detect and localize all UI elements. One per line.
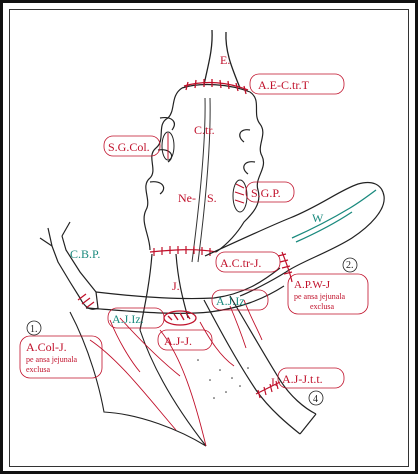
anastomosis-actr-j [149, 246, 217, 256]
anastomosis-acol-j [77, 293, 95, 309]
sg-col-node [161, 131, 175, 161]
transverse-colon [143, 83, 264, 253]
label-ae-ctr-t: A.E-C.tr.T [258, 78, 310, 92]
circle-num-1 [26, 320, 42, 336]
label-apw-j-line3: exclusa [310, 302, 334, 311]
label-num-2: 2. [346, 260, 354, 271]
label-apw-j-line1: A.P.W-J [294, 279, 331, 291]
anastomosis-aj-jtt [255, 380, 281, 399]
label-box-sg-col: S.G.Col. [103, 135, 161, 157]
anastomosis-apw-j [277, 251, 293, 283]
stipple-dots [197, 359, 249, 399]
jejunal-limb-lower [203, 295, 317, 435]
label-box-sgp: S.G.P. [245, 181, 295, 203]
label-ne: Ne- [178, 191, 196, 205]
label-aj-jtt: A.J-J.t.t. [282, 372, 323, 386]
label-box-aj-jtt: A.J-J.t.t. [277, 367, 345, 389]
label-box-ae-ctr-t: A.E-C.tr.T [249, 73, 345, 95]
label-num-4: 4 [313, 394, 318, 405]
label-sg-col: S.G.Col. [108, 140, 150, 154]
label-j-lower: J. [270, 375, 278, 389]
label-sgp: S.G.P. [251, 186, 281, 200]
esophagus-tube [203, 29, 241, 89]
mesenteric-vessels [89, 299, 263, 447]
label-aj-iz-right: A.J.Iz. [216, 294, 248, 308]
label-acol-j-line2: pe ansa jejunala [26, 355, 78, 364]
anastomosis-aj-j [163, 310, 197, 326]
label-s: S. [207, 191, 217, 205]
label-apw-j-line2: pe ansa jejunala [294, 292, 346, 301]
lower-jejunal-tube [85, 267, 285, 314]
label-acol-j-line1: A.Col-J. [26, 340, 67, 354]
label-j-upper: J. [172, 279, 180, 293]
label-actr-j: A.C.tr-J. [220, 256, 261, 270]
circle-num-4 [308, 390, 324, 406]
label-box-apw-j: A.P.W-J pe ansa jejunala exclusa [287, 273, 369, 315]
anastomosis-ae-ctr-t [183, 79, 249, 95]
label-box-actr-j: A.C.tr-J. [215, 251, 281, 273]
w-vessel [291, 189, 377, 243]
label-acol-j-line3: exclusa [26, 365, 50, 374]
colon-central-septum [191, 97, 211, 263]
label-aj-iz-left: A.J.Iz. [112, 312, 144, 326]
excluded-jejunal-loop [204, 181, 385, 297]
label-esophagus: E. [220, 53, 230, 67]
label-num-1: 1. [30, 324, 38, 335]
common-bile-duct [39, 221, 99, 310]
label-box-aj-iz-left: A.J.Iz. [107, 307, 165, 329]
sgp-node [232, 179, 248, 213]
label-w: W [312, 211, 324, 225]
label-box-aj-j: A.J-J. [157, 329, 213, 351]
label-box-acol-j: A.Col-J. pe ansa jejunala exclusa [19, 335, 103, 379]
figure-inner-border [9, 9, 409, 467]
label-box-aj-iz-right: A.J.Iz. [211, 289, 269, 311]
label-cbp: C.B.P. [70, 247, 100, 261]
label-aj-j: A.J-J. [164, 334, 192, 348]
mesentery-fold [69, 311, 207, 447]
circle-num-2 [342, 257, 358, 273]
label-colon-transverse: C.tr. [194, 123, 215, 137]
